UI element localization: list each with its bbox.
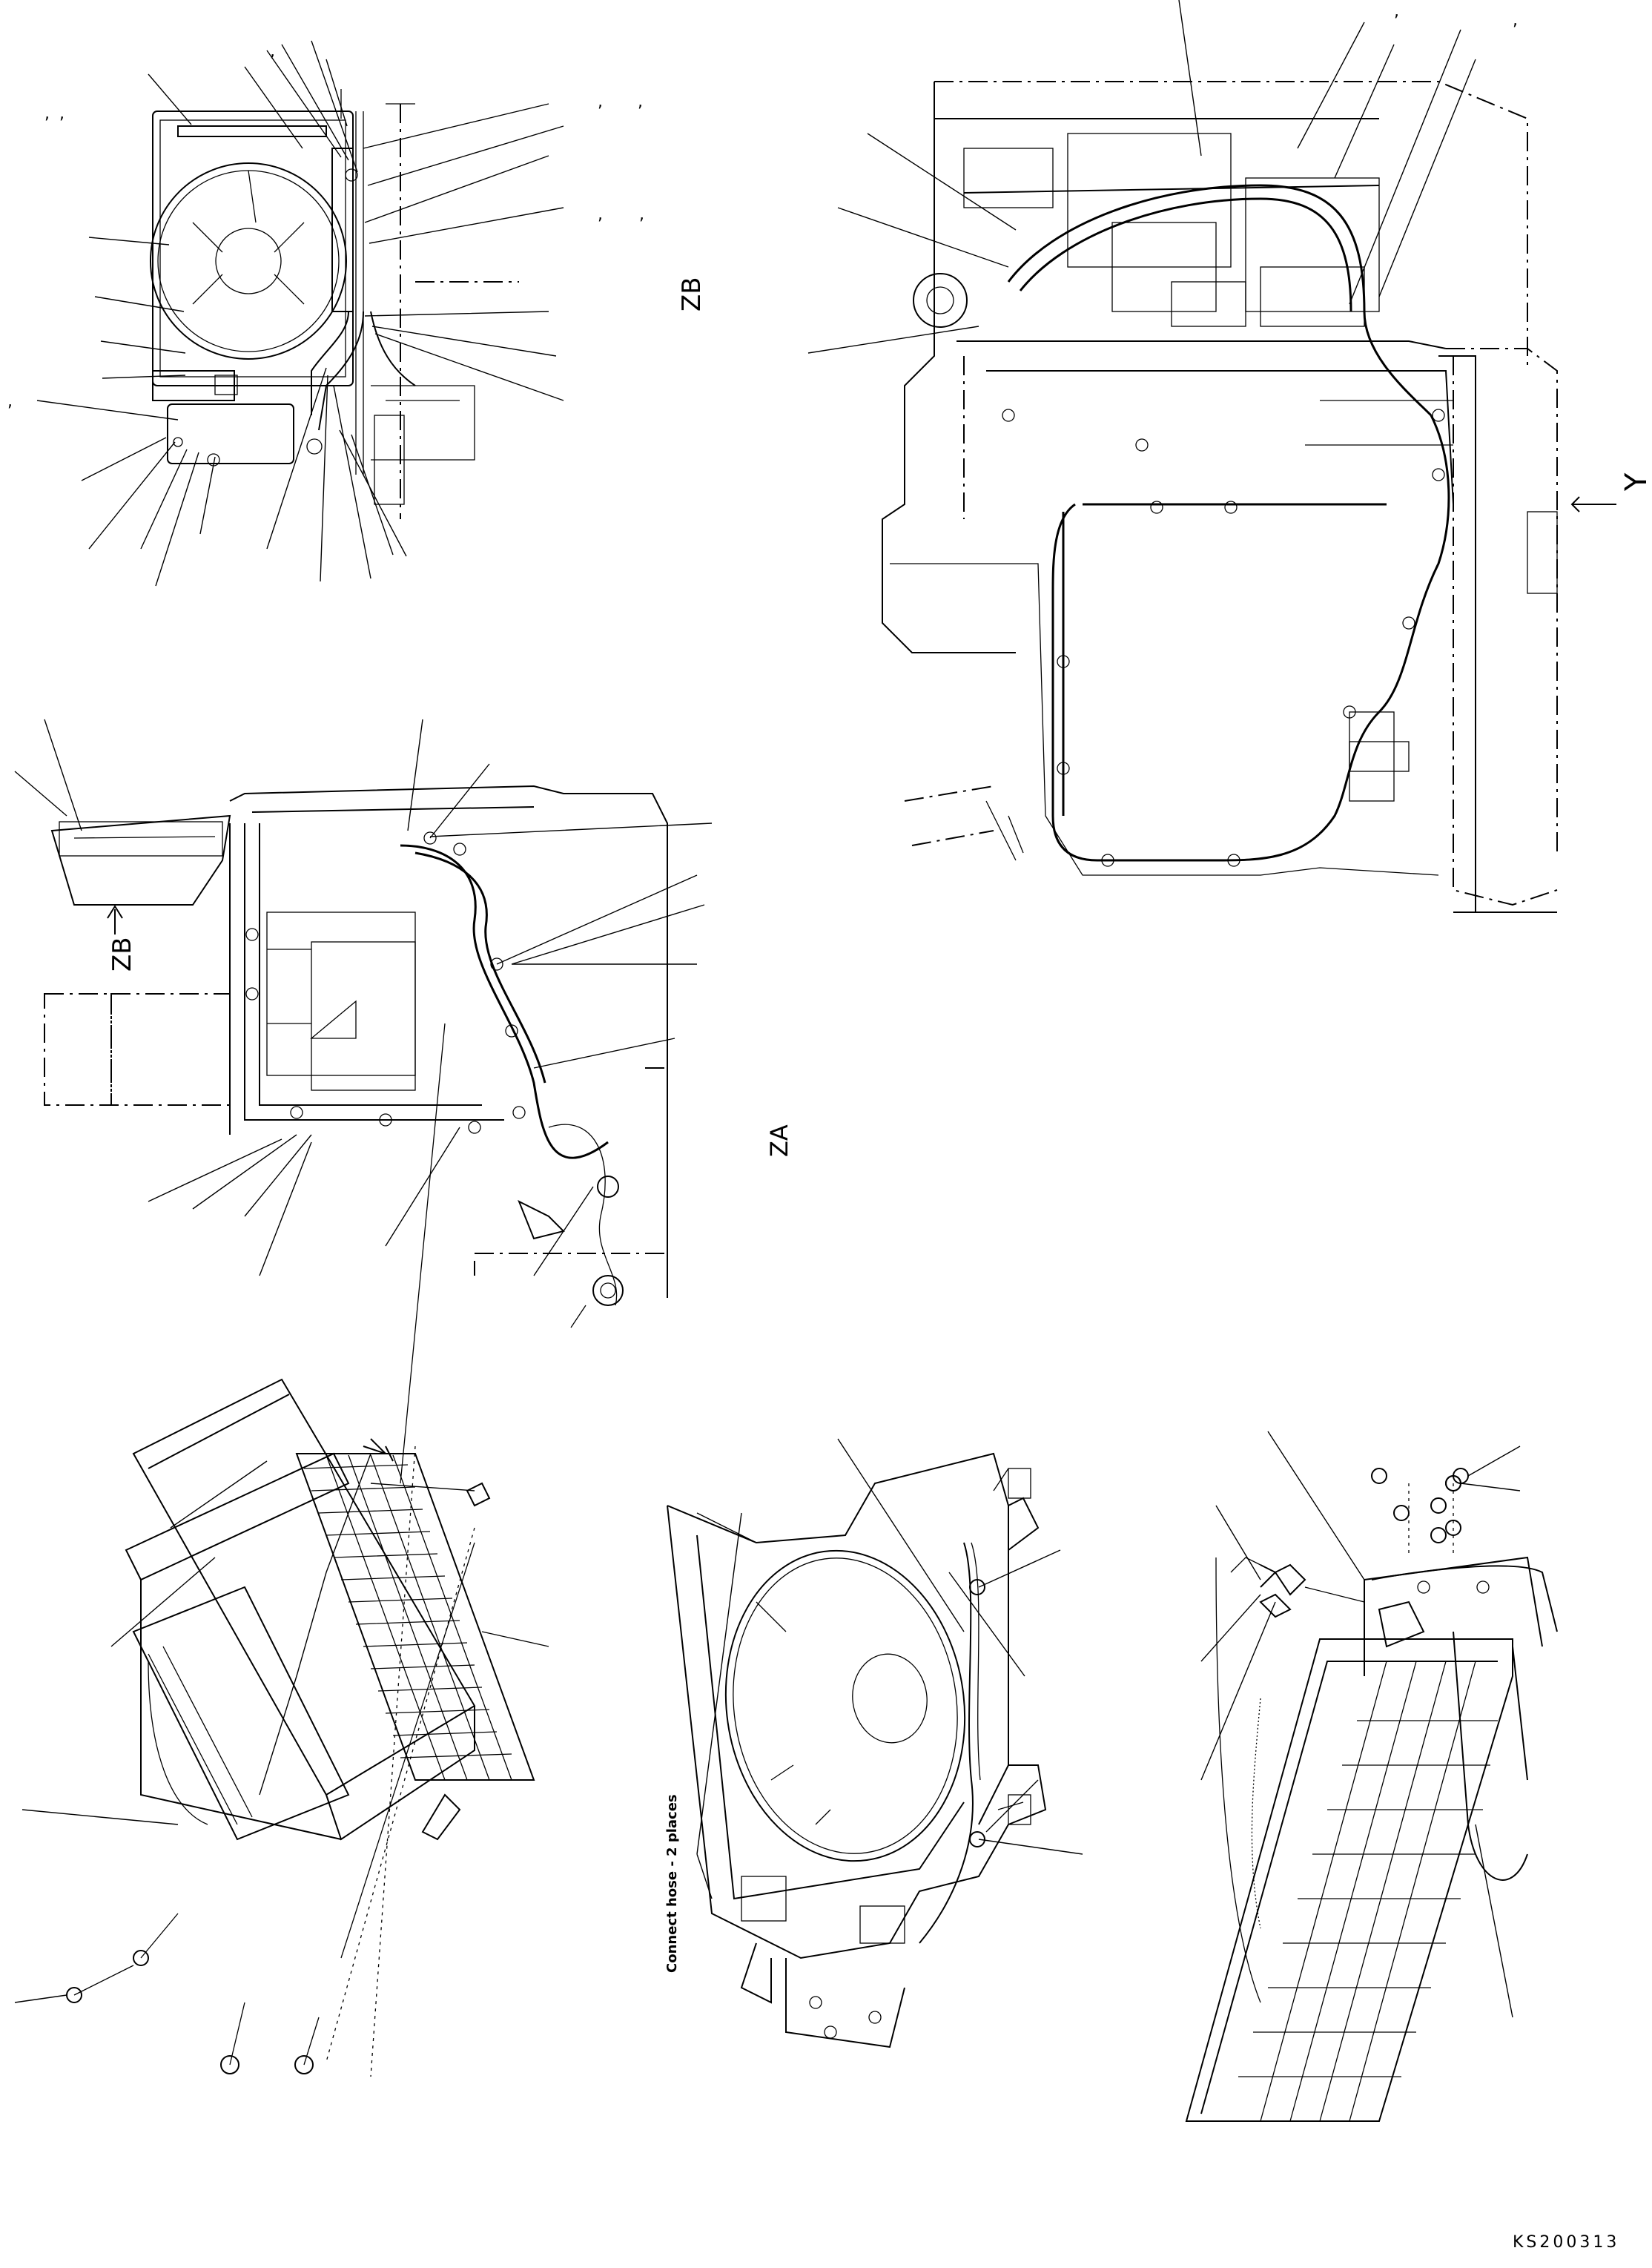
svg-text:,: , (44, 105, 50, 123)
view-label-y: Y (1619, 472, 1652, 492)
svg-text:,: , (598, 205, 603, 224)
screen-grid (303, 1454, 512, 1781)
y-view-arrow (1570, 496, 1616, 512)
view-zb-commas: , , , , , , , , (7, 42, 644, 411)
view-y-engine-side (882, 81, 1558, 913)
svg-text:,: , (598, 93, 603, 111)
svg-text:,: , (638, 93, 643, 111)
view-label-zb-mid: ZB (108, 937, 137, 972)
zb-view-arrow (107, 905, 123, 934)
view-y-commas: , , (1394, 2, 1518, 30)
svg-text:,: , (1513, 11, 1518, 30)
view-zb-leader-lines (36, 40, 564, 587)
view-label-zb-top: ZB (677, 277, 707, 311)
view-label-za: ZA (765, 1124, 793, 1157)
svg-text:,: , (59, 105, 65, 123)
view-y-leader-lines (807, 0, 1476, 354)
exploded-view-2-leader-lines (696, 1438, 1083, 1899)
exploded-view-1-leader-lines (14, 1460, 549, 2003)
exploded-view-screen-bracket (1185, 1468, 1558, 2122)
screen-grid-2 (1238, 1661, 1498, 2122)
exploded-view-radiator (667, 1452, 1047, 2048)
view-za-top-layout (44, 785, 668, 1328)
view-zb-radiator-front (150, 89, 519, 519)
exploded-view-3-leader-lines (1200, 1431, 1521, 2018)
connect-hose-note: Connect hose - 2 places (664, 1794, 680, 1973)
svg-text:,: , (1394, 2, 1399, 21)
svg-text:,: , (270, 42, 275, 61)
view-za-leader-lines (14, 719, 713, 1276)
exploded-view-guard-screen (66, 1023, 535, 2077)
drawing-number: KS200313 (1513, 2233, 1619, 2252)
svg-text:,: , (639, 205, 644, 224)
svg-text:,: , (7, 392, 13, 411)
